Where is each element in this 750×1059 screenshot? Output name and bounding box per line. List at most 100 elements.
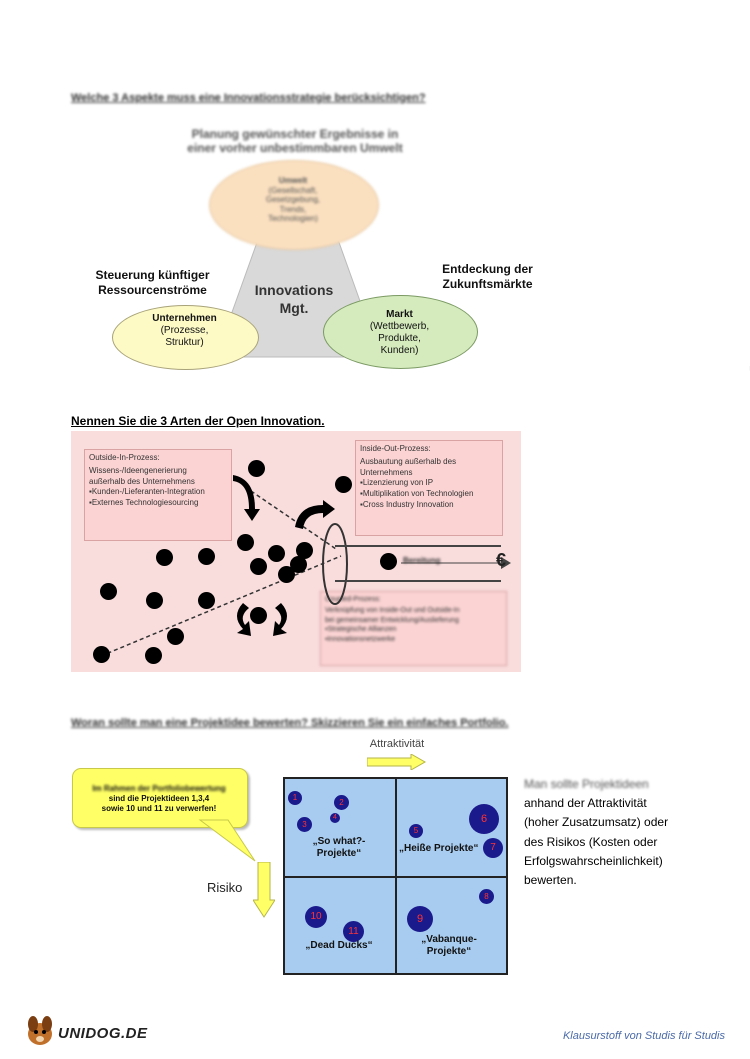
unternehmen-line: (Prozesse,: [160, 325, 209, 336]
idea-dot: [198, 548, 215, 565]
quadrant-line: Projekte“: [316, 848, 362, 859]
inside-out-bullet: Cross Industry Innovation: [362, 499, 454, 509]
project-bubble: 6: [469, 804, 499, 834]
bereitung-label: Bereitung: [403, 556, 441, 565]
zukunftsmaerkte-label: Entdeckung der Zukunftsmärkte: [420, 262, 555, 292]
umwelt-text: Umwelt (Gesellschaft, Gesetzgebung, Tren…: [209, 176, 377, 224]
project-bubble: 10: [305, 906, 327, 928]
idea-dot: [296, 542, 313, 559]
explanation-line: Man sollte Projektideen: [524, 777, 649, 791]
inside-out-title: Inside-Out-Prozess:: [360, 444, 431, 453]
markt-line: Kunden): [380, 345, 419, 356]
idea-dot: [290, 556, 307, 573]
coupled-bullet: Innovationsnetzwerke: [327, 635, 396, 643]
planning-line: Planung gewünschter Ergebnisse in: [191, 127, 399, 141]
planning-caption: Planung gewünschter Ergebnisse in einer …: [170, 127, 420, 156]
idea-dot: [167, 628, 184, 645]
callout-line: sind die Projektideen 1,3,4: [108, 794, 210, 803]
idea-dot: [156, 549, 173, 566]
inside-out-bullet: Lizenzierung von IP: [362, 478, 434, 488]
outside-in-title: Outside-In-Prozess:: [89, 453, 160, 462]
innovation-mgt-label: Innovations Mgt.: [235, 282, 353, 317]
markt-line: (Wettbewerb,: [369, 321, 430, 332]
unternehmen-title: Unternehmen: [152, 313, 217, 324]
quadrant-vabanque: „Vabanque- Projekte“: [399, 934, 499, 958]
project-bubble: 8: [479, 889, 494, 904]
unternehmen-ellipse: [112, 305, 259, 370]
project-bubble: 3: [297, 817, 312, 832]
markt-title: Markt: [386, 309, 413, 320]
markt-text: Markt (Wettbewerb, Produkte, Kunden): [323, 309, 476, 357]
inside-out-line: Ausbautung außerhalb des: [360, 456, 457, 466]
quadrant-line: Projekte“: [426, 946, 472, 957]
outside-in-line: außerhalb des Unternehmens: [89, 476, 195, 486]
dog-logo-icon: [28, 1016, 52, 1045]
idea-dot: [268, 545, 285, 562]
umwelt-ellipse: [209, 160, 379, 250]
open-innovation-graphic: [100, 475, 511, 657]
idea-dot: [335, 476, 352, 493]
umwelt-title: Umwelt: [278, 176, 308, 185]
project-bubble: 5: [409, 824, 423, 838]
umwelt-line: (Gesellschaft,: [268, 185, 318, 195]
idea-dot: [250, 607, 267, 624]
ressourcen-line: Steuerung künftiger: [95, 268, 210, 282]
markt-ellipse: [323, 295, 478, 369]
matrix-divider: [283, 876, 508, 878]
project-bubble: 1: [288, 791, 302, 805]
idea-dot: [93, 646, 110, 663]
callout-text: Im Rahmen der Portfoliobewertung sind di…: [72, 784, 246, 814]
unternehmen-line: Struktur): [165, 337, 204, 348]
quadrant-heisse-projekte: „Heiße Projekte“: [399, 843, 497, 855]
outside-in-bullet: Externes Technologiesourcing: [91, 498, 199, 508]
attraktivitaet-label: Attraktivität: [369, 738, 425, 750]
umwelt-line: Gesetzgebung,: [265, 195, 321, 205]
markt-line: Produkte,: [378, 333, 421, 344]
coupled-line: Verknüpfung von Inside-Out und Outside-I…: [325, 607, 460, 615]
project-bubble: 2: [334, 795, 349, 810]
section3-heading: Woran sollte man eine Projektidee bewert…: [71, 717, 509, 729]
quadrant-line: „So what?-: [312, 836, 366, 847]
ressourcen-line: Ressourcenströme: [98, 283, 207, 297]
idea-dot: [198, 592, 215, 609]
project-bubble: 11: [343, 921, 364, 942]
section1-heading: Welche 3 Aspekte muss eine Innovationsst…: [71, 92, 426, 104]
outside-in-box: Outside-In-Prozess: Wissens-/Ideengeneri…: [84, 449, 232, 541]
footer-tagline: Klausurstoff von Studis für Studis: [562, 1030, 725, 1042]
explanation-line: des Risikos (Kosten oder: [524, 834, 658, 849]
callout-line: sowie 10 und 11 zu verwerfen!: [101, 804, 217, 813]
outside-in-bullet: Kunden-/Lieferanten-Integration: [91, 487, 205, 497]
unidog-logo: UNIDOG.DE: [58, 1025, 148, 1042]
idea-dot: [145, 647, 162, 664]
quadrant-line: „Vabanque-: [421, 934, 477, 945]
planning-line: einer vorher unbestimmbaren Umwelt: [187, 140, 403, 155]
callout-line: Im Rahmen der Portfoliobewertung: [92, 784, 226, 793]
innovation-line: Mgt.: [279, 299, 309, 316]
explanation-line: bewerten.: [524, 872, 577, 887]
inside-out-line: Unternehmens: [360, 467, 413, 477]
watermark: www.UNIDOG.de: [741, 329, 750, 760]
quadrant-so-what: „So what?- Projekte“: [289, 836, 389, 860]
attraktivitaet-arrow-icon: [367, 754, 427, 770]
coupled-bullet: Strategische Allianzen: [327, 626, 397, 634]
quadrant-dead-ducks: „Dead Ducks“: [289, 940, 389, 952]
project-bubble: 4: [330, 813, 340, 823]
quadrant-line: „Heiße Projekte“: [399, 843, 479, 854]
idea-dot: [278, 566, 295, 583]
risiko-label: Risiko: [207, 880, 243, 895]
coupled-title: Coupled-Prozess:: [325, 596, 381, 603]
ressourcen-label: Steuerung künftiger Ressourcenströme: [70, 268, 235, 298]
umwelt-line: Trends,: [279, 204, 307, 214]
euro-icon: €: [496, 550, 507, 570]
explanation-line: (hoher Zusatzumsatz) oder: [524, 815, 669, 830]
coupled-box: Coupled-Prozess: Verknüpfung von Inside-…: [320, 591, 507, 666]
callout-bubble: [72, 768, 248, 828]
quadrant-line: „Dead Ducks“: [305, 940, 373, 951]
coupled-line: bei gemeinsamer Entwicklung/Auslieferung: [325, 616, 459, 624]
outside-in-line: Wissens-/Ideengenerierung: [89, 465, 187, 475]
innovation-line: Innovations: [254, 282, 334, 298]
idea-dot: [146, 592, 163, 609]
project-bubble: 9: [407, 906, 433, 932]
idea-dot: [237, 534, 254, 551]
idea-dot: [100, 583, 117, 600]
